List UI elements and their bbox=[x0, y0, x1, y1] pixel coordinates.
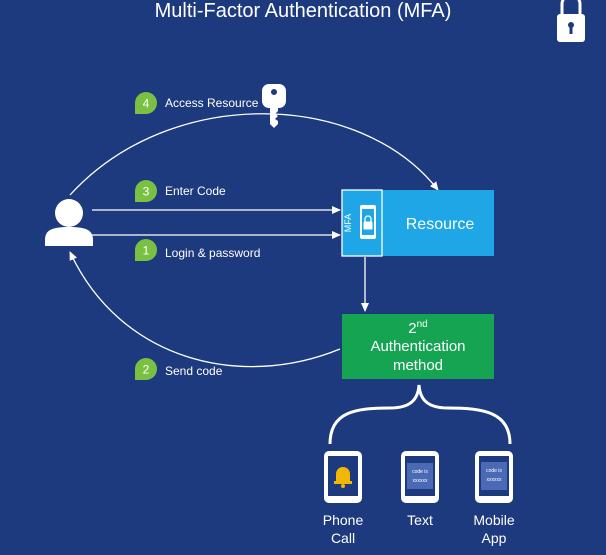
padlock-icon bbox=[557, 0, 585, 42]
resource-box: MFA Resource bbox=[341, 189, 494, 257]
second-method-ordinal: 2nd bbox=[408, 319, 427, 337]
text-screen-line2: xxxxxx bbox=[413, 478, 429, 484]
second-method-line1: Authentication bbox=[370, 338, 465, 355]
app-screen-line2: xxxxxx bbox=[487, 477, 503, 483]
phone-call-label-1: Phone bbox=[323, 512, 364, 528]
step-4-label: Access Resource bbox=[165, 96, 259, 110]
step-4: 4 Access Resource bbox=[135, 92, 259, 114]
step-3: 3 Enter Code bbox=[135, 180, 226, 202]
step-2: 2 Send code bbox=[135, 358, 223, 380]
text-label: Text bbox=[407, 512, 433, 528]
bell-icon bbox=[334, 467, 352, 488]
app-screen-line1: code is bbox=[486, 468, 502, 474]
phone-call-label-2: Call bbox=[331, 530, 355, 546]
step-4-number: 4 bbox=[143, 97, 150, 111]
text-device: code is xxxxxx Text bbox=[401, 451, 439, 528]
key-icon bbox=[262, 84, 286, 128]
text-screen-line1: code is bbox=[412, 469, 428, 475]
step-2-label: Send code bbox=[165, 364, 223, 378]
mobile-app-label-1: Mobile bbox=[473, 512, 514, 528]
step-2-number: 2 bbox=[143, 363, 150, 377]
mfa-tag: MFA bbox=[343, 214, 353, 233]
user-icon bbox=[45, 199, 93, 246]
mobile-app-label-2: App bbox=[482, 530, 507, 546]
resource-label: Resource bbox=[406, 216, 475, 233]
device-brace bbox=[328, 384, 512, 445]
second-method-line2: method bbox=[393, 357, 443, 374]
second-method-box: 2nd Authentication method bbox=[342, 314, 494, 379]
step-3-number: 3 bbox=[143, 185, 150, 199]
step-1-number: 1 bbox=[143, 244, 150, 258]
diagram-title: Multi-Factor Authentication (MFA) bbox=[155, 0, 452, 22]
phone-lock-icon bbox=[360, 205, 376, 239]
mobile-app-device: code is xxxxxx Mobile App bbox=[473, 451, 515, 546]
phone-call-device: Phone Call bbox=[323, 451, 364, 546]
send-code-arc bbox=[69, 251, 341, 368]
access-resource-arc bbox=[69, 113, 439, 196]
step-1: 1 Login & password bbox=[135, 239, 260, 261]
step-1-label: Login & password bbox=[165, 246, 260, 260]
step-3-label: Enter Code bbox=[165, 184, 226, 198]
sms-code-icon: code is xxxxxx bbox=[407, 463, 433, 489]
app-code-icon: code is xxxxxx bbox=[481, 462, 507, 490]
